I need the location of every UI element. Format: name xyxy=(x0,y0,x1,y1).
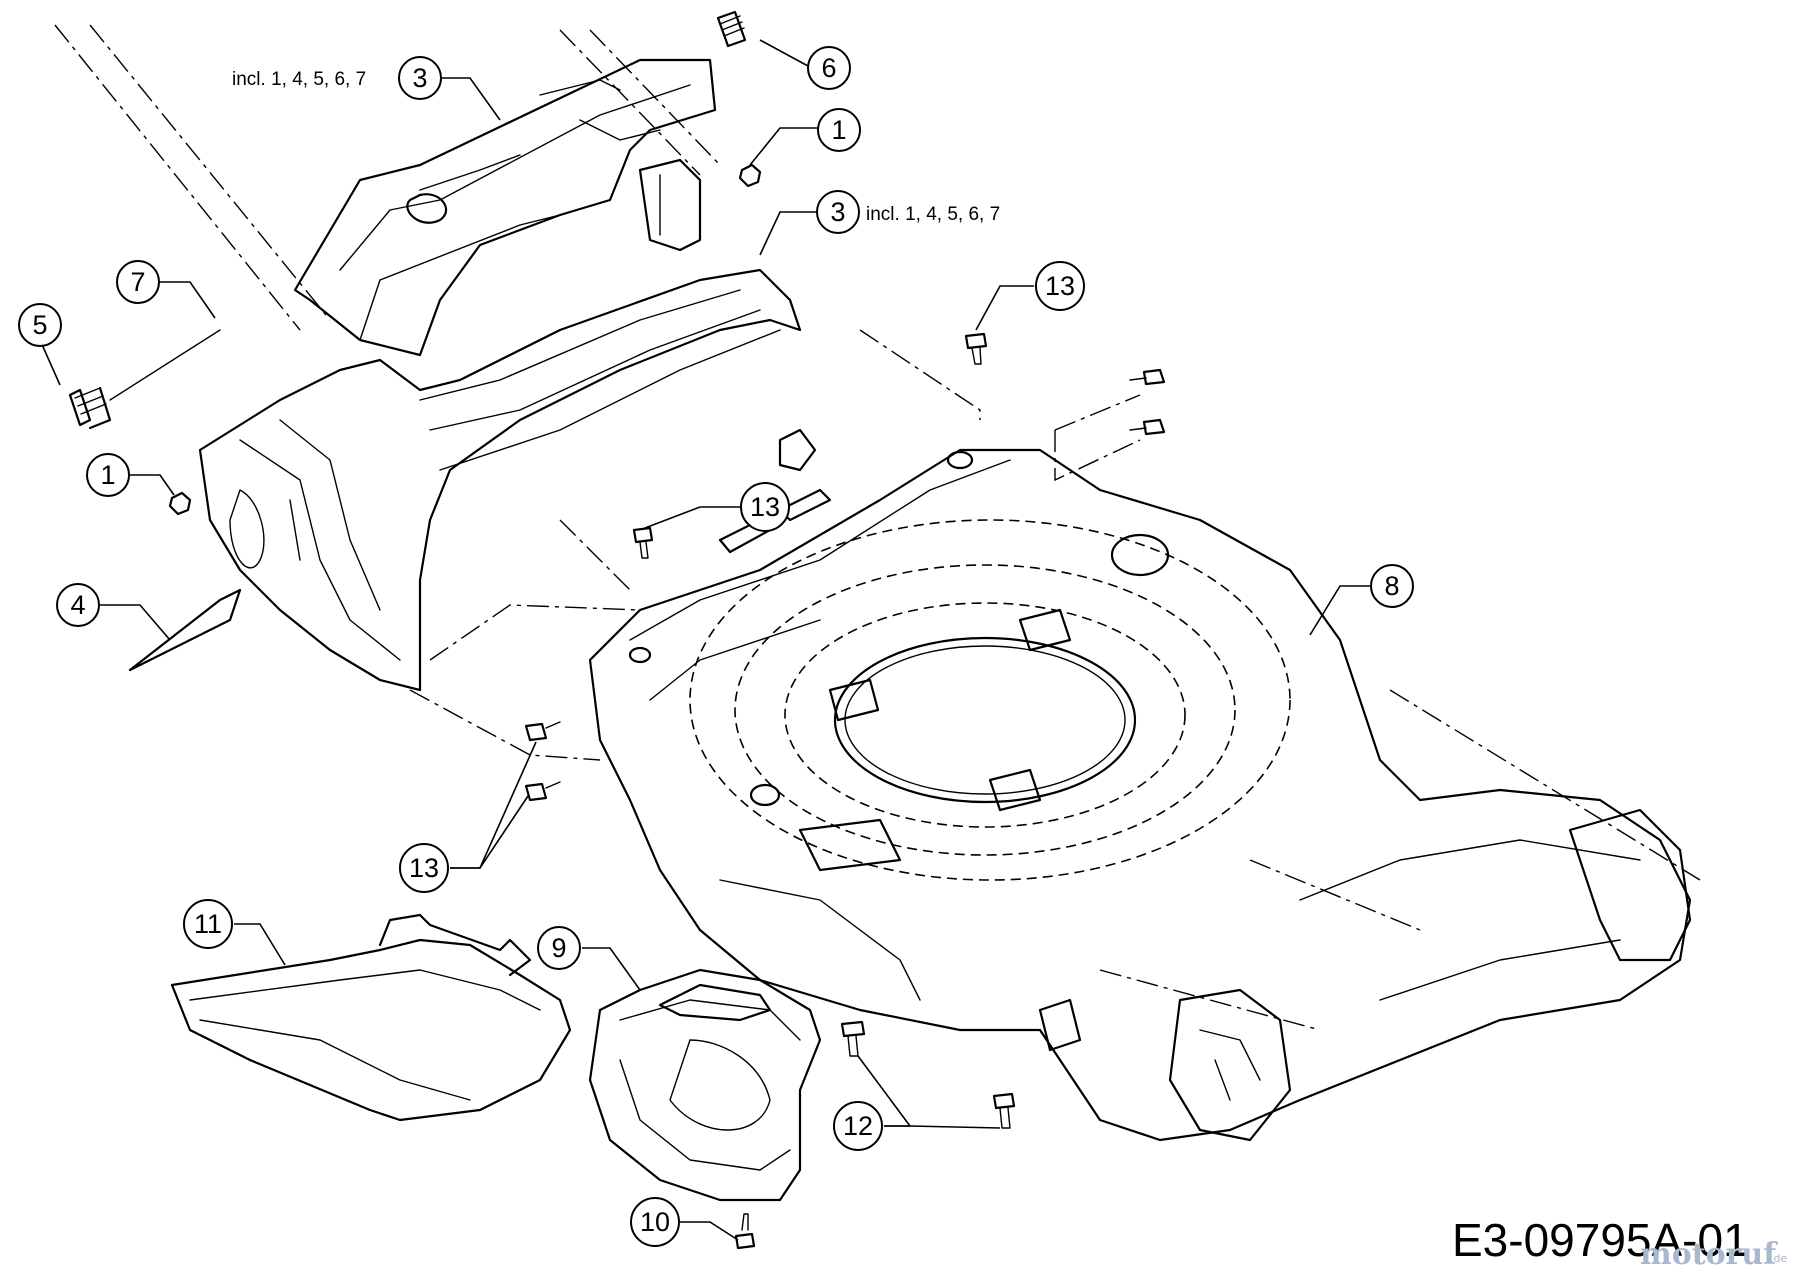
callout-3a: 3 xyxy=(398,56,442,100)
callout-10: 10 xyxy=(630,1197,680,1247)
callout-10-label: 10 xyxy=(640,1207,670,1237)
callout-11: 11 xyxy=(183,899,233,949)
rear-hinge-bracket xyxy=(128,158,817,692)
callout-13c: 13 xyxy=(399,843,449,893)
nut-1b xyxy=(168,491,192,516)
callout-6: 6 xyxy=(807,46,851,90)
callout-13b: 13 xyxy=(740,482,790,532)
callout-13a: 13 xyxy=(1035,261,1085,311)
bolt-12a xyxy=(840,1020,866,1057)
callout-3a-label: 3 xyxy=(412,63,427,93)
spring-5 xyxy=(68,329,221,430)
callout-3b-label: 3 xyxy=(830,197,845,227)
callout-3b: 3 xyxy=(816,190,860,234)
screw-13c xyxy=(1129,418,1166,436)
callout-9: 9 xyxy=(537,926,581,970)
callout-7: 7 xyxy=(116,260,160,304)
callout-11-label: 11 xyxy=(194,909,222,939)
callout-13b-label: 13 xyxy=(750,492,780,522)
callout-13c-label: 13 xyxy=(409,853,439,883)
leader-lines xyxy=(39,39,1370,1241)
callout-6-label: 6 xyxy=(821,53,836,83)
watermark-suffix: .de xyxy=(1770,1252,1787,1265)
callout-4-label: 4 xyxy=(70,590,85,620)
callout-5-label: 5 xyxy=(32,310,47,340)
screw-13f xyxy=(524,781,561,802)
screw-13e xyxy=(524,721,561,742)
callout-1a-label: 1 xyxy=(831,115,846,145)
callout-3a-note: incl. 1, 4, 5, 6, 7 xyxy=(232,69,366,90)
callout-5: 5 xyxy=(18,303,62,347)
callout-1b-label: 1 xyxy=(100,460,115,490)
bolt-12b xyxy=(992,1092,1016,1129)
callout-7-label: 7 xyxy=(130,267,145,297)
spring-6 xyxy=(716,10,747,48)
screw-13d xyxy=(632,526,654,559)
callout-8-label: 8 xyxy=(1384,571,1399,601)
watermark-logo: motoruf xyxy=(1640,1237,1778,1272)
screw-13a xyxy=(964,332,988,365)
callout-12: 12 xyxy=(833,1101,883,1151)
nut-1a xyxy=(738,163,762,188)
callout-12-label: 12 xyxy=(843,1111,873,1141)
screw-10 xyxy=(734,1213,756,1250)
callout-4: 4 xyxy=(56,583,100,627)
mower-deck xyxy=(588,448,1692,1142)
callout-1a: 1 xyxy=(817,108,861,152)
handle-bracket-upper xyxy=(293,58,717,357)
assembly-lines xyxy=(54,24,1701,1031)
drawing-number: E3-09795A-01 xyxy=(1452,1214,1749,1266)
callout-9-label: 9 xyxy=(551,933,566,963)
mulch-plug xyxy=(588,968,822,1202)
callout-8: 8 xyxy=(1370,564,1414,608)
callout-13a-label: 13 xyxy=(1045,271,1075,301)
side-discharge-chute xyxy=(170,913,572,1122)
callout-3b-note: incl. 1, 4, 5, 6, 7 xyxy=(866,204,1000,225)
callout-1b: 1 xyxy=(86,453,130,497)
screw-13b xyxy=(1129,368,1166,386)
